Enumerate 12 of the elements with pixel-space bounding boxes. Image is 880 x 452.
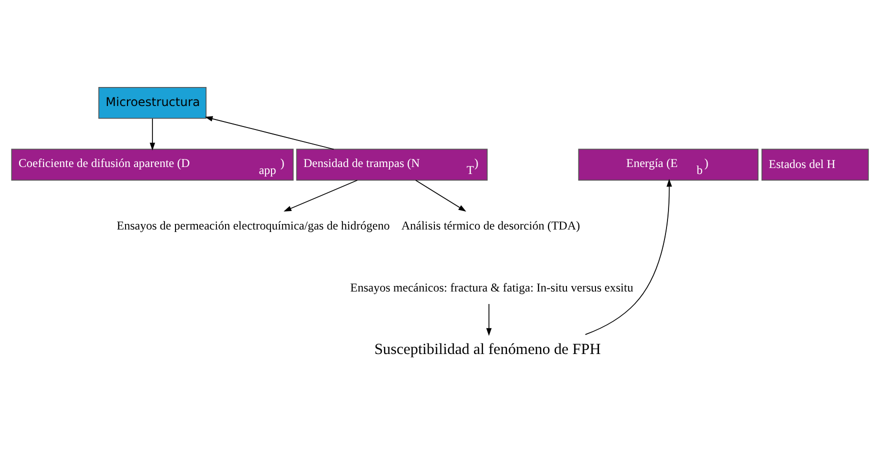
node-text: Ensayos de permeación electroquímica/gas de hidrógeno (116, 218, 390, 232)
arrow (415, 179, 466, 212)
arrow (150, 118, 156, 150)
node-text: Susceptibilidad al fenómeno de FPH (374, 340, 601, 358)
node-box: Estados del H (761, 148, 869, 180)
node-text: Ensayos mecánicos: fractura & fatiga: In-situ versus exsitu (350, 280, 634, 294)
arrow (486, 303, 492, 336)
node-text: Análisis térmico de desorción (TDA) (401, 218, 580, 232)
node-box: Microestructura (98, 86, 206, 118)
arrow (284, 179, 358, 211)
arrow (204, 116, 334, 150)
arrow (584, 178, 672, 334)
